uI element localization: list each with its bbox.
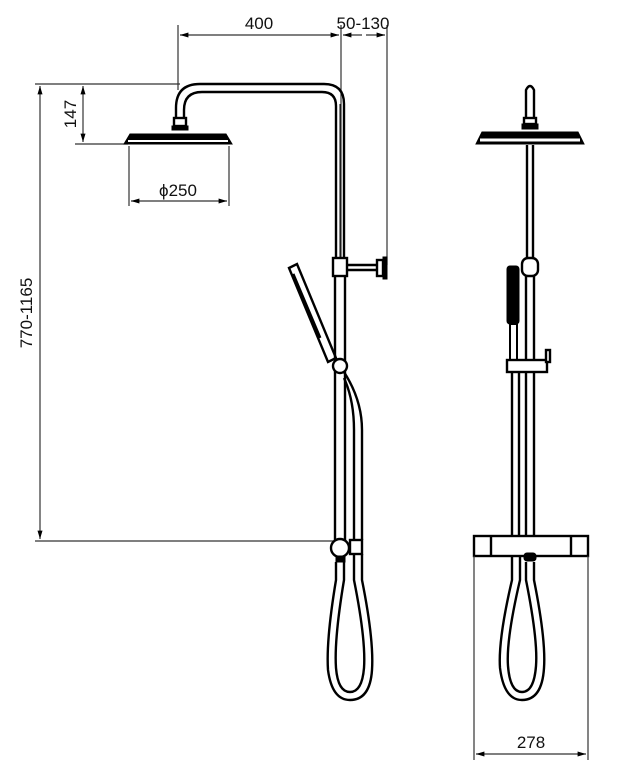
dimension-arm-length: 400 50-130 bbox=[177, 14, 390, 265]
head-height-label: 147 bbox=[61, 100, 80, 128]
dimension-total-height: 770-1165 bbox=[17, 83, 336, 542]
wall-bracket-upper bbox=[331, 256, 388, 280]
hand-shower bbox=[287, 262, 349, 375]
arm-length-label: 400 bbox=[245, 14, 273, 33]
rain-shower-head bbox=[123, 116, 233, 145]
dimension-bar-width: 278 bbox=[473, 556, 589, 760]
dimension-head-diameter: ϕ250 bbox=[128, 146, 230, 206]
bar-width-label: 278 bbox=[517, 733, 545, 752]
hand-shower-front bbox=[505, 265, 552, 536]
mixer-connector bbox=[329, 537, 364, 563]
hose-loop-front bbox=[498, 556, 546, 702]
total-height-label: 770-1165 bbox=[17, 278, 36, 349]
hose-loop-side bbox=[326, 554, 374, 702]
rain-shower-head-front bbox=[475, 131, 585, 145]
hose-side bbox=[342, 371, 364, 540]
shower-arm bbox=[174, 82, 346, 258]
shower-arm-front bbox=[521, 84, 539, 130]
riser-pipe bbox=[333, 276, 347, 540]
dimension-head-height: 147 bbox=[61, 83, 180, 145]
front-view: 278 bbox=[472, 84, 590, 760]
head-diameter-label: ϕ250 bbox=[159, 181, 197, 200]
thermostatic-mixer-bar bbox=[472, 534, 590, 562]
side-view: 400 50-130 147 ϕ250 770-1165 bbox=[17, 14, 390, 702]
wall-distance-label: 50-130 bbox=[337, 14, 390, 33]
riser-pipe-front bbox=[517, 145, 540, 536]
